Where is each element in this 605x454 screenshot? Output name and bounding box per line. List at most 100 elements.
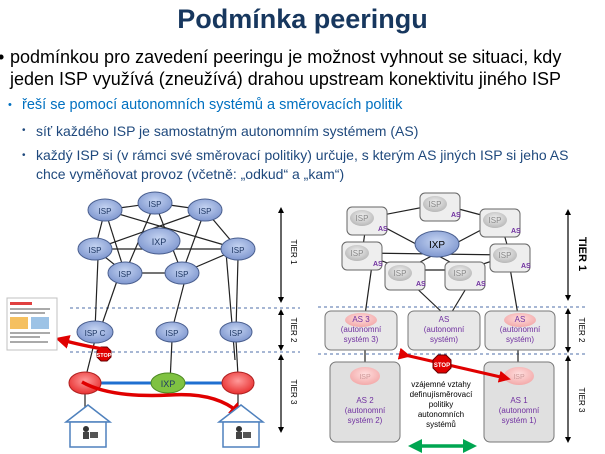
as1-box: ISP AS 1 (autonomní systém 1) — [483, 361, 555, 443]
svg-text:AS 3: AS 3 — [352, 315, 370, 324]
svg-text:ISP: ISP — [356, 214, 369, 223]
page-title: Podmínka peeringu — [177, 4, 428, 34]
bullet-dot-icon: • — [8, 99, 12, 111]
isp-c-cloud: ISP C — [76, 320, 114, 344]
peering-diagram: ISP ISP ISP ISP ISP ISP ISP IXP ISP C IS… — [6, 191, 588, 453]
isp-cloud: ISP — [219, 321, 253, 343]
isp-cloud: ISP — [187, 198, 223, 222]
bullet-3: •síť každého ISP je samostatným autonomn… — [22, 123, 419, 139]
tier-axis: TIER 1 TIER 2 TIER 3 — [278, 207, 298, 433]
bullet-2: •řeší se pomocí autonomních systémů a sm… — [8, 97, 403, 113]
svg-text:AS: AS — [373, 261, 383, 268]
document-thumbnail — [6, 297, 58, 351]
svg-text:STOP: STOP — [97, 353, 112, 359]
svg-text:TIER 1: TIER 1 — [576, 237, 588, 271]
svg-text:ISP: ISP — [429, 200, 442, 209]
svg-text:STOP: STOP — [434, 363, 450, 369]
bullet-dot-icon: • — [22, 125, 26, 136]
tier-axis: TIER 1 TIER 2 TIER 3 — [565, 209, 588, 443]
svg-text:AS: AS — [378, 226, 388, 233]
svg-text:systém): systém) — [506, 335, 534, 344]
svg-text:ISP: ISP — [99, 207, 112, 216]
isp-cloud: ISP — [220, 237, 256, 261]
svg-text:AS: AS — [451, 212, 461, 219]
svg-text:TIER 3: TIER 3 — [289, 380, 298, 405]
svg-text:ISP: ISP — [119, 270, 132, 279]
svg-text:ISP: ISP — [176, 270, 189, 279]
house-icon — [63, 404, 113, 448]
svg-text:ISP: ISP — [359, 374, 371, 381]
stop-sign-icon: STOP — [432, 354, 452, 374]
svg-text:ISP: ISP — [499, 251, 512, 260]
svg-text:ISP: ISP — [351, 249, 364, 258]
svg-text:ISP: ISP — [394, 269, 407, 278]
isp-cloud-red — [221, 371, 255, 395]
as-box: ISP AS — [489, 243, 531, 273]
svg-text:(autonomní: (autonomní — [341, 325, 382, 334]
svg-text:AS: AS — [511, 228, 521, 235]
svg-text:IXP: IXP — [152, 237, 167, 247]
as2-box: ISP AS 2 (autonomní systém 2) — [329, 361, 401, 443]
isp-cloud: ISP — [155, 321, 189, 343]
svg-text:(autonomní: (autonomní — [345, 406, 386, 415]
svg-text:TIER 2: TIER 2 — [289, 318, 298, 343]
svg-text:systém 1): systém 1) — [502, 416, 537, 425]
isp-cloud: ISP — [77, 237, 113, 261]
svg-text:(autonomní: (autonomní — [500, 325, 541, 334]
isp-cloud: ISP — [107, 261, 143, 285]
svg-text:ISP: ISP — [513, 374, 525, 381]
svg-text:definujísměrovací: definujísměrovací — [410, 390, 473, 399]
ixp-node: IXP — [414, 230, 460, 258]
ixp-node: IXP — [137, 227, 181, 255]
svg-text:ISP: ISP — [232, 246, 245, 255]
bullet-dot-icon: • — [22, 150, 26, 161]
svg-text:(autonomní: (autonomní — [424, 325, 465, 334]
bullet-4: •každý ISP si (v rámci své směrovací pol… — [22, 147, 569, 182]
as-box: ISP AS — [479, 208, 521, 238]
svg-text:AS: AS — [515, 315, 526, 324]
svg-text:ISP C: ISP C — [85, 329, 106, 338]
as-box: ISP AS — [444, 261, 486, 291]
as3-box: AS 3 (autonomní systém 3) — [324, 310, 398, 351]
svg-text:IXP: IXP — [161, 379, 176, 389]
svg-text:systém 3): systém 3) — [344, 335, 379, 344]
house-icon — [216, 404, 266, 448]
svg-text:AS: AS — [416, 281, 426, 288]
as-box: ISP AS — [384, 261, 426, 291]
svg-text:ISP: ISP — [454, 269, 467, 278]
svg-text:vzájemné vztahy: vzájemné vztahy — [411, 380, 471, 389]
isp-cloud: ISP — [137, 191, 173, 215]
as-box: ISP AS — [341, 241, 383, 271]
svg-text:politiky: politiky — [429, 400, 453, 409]
svg-text:ISP: ISP — [199, 207, 212, 216]
ixp-node: IXP — [150, 372, 186, 394]
right-diagram: ISP AS ISP AS ISP AS ISP AS ISP AS ISP AS ISP A… — [318, 192, 588, 453]
traffic-arrow — [397, 347, 511, 383]
svg-text:ISP: ISP — [230, 329, 243, 338]
as-box: ISP AS — [419, 192, 461, 222]
svg-text:AS 1: AS 1 — [510, 396, 528, 405]
svg-text:ISP: ISP — [149, 200, 162, 209]
as-box-right: AS (autonomní systém) — [484, 310, 556, 351]
svg-text:ISP: ISP — [89, 246, 102, 255]
svg-text:AS: AS — [476, 281, 486, 288]
isp-cloud: ISP — [164, 261, 200, 285]
traffic-arrow — [55, 335, 109, 352]
svg-text:AS: AS — [521, 263, 531, 270]
left-diagram: ISP ISP ISP ISP ISP ISP ISP IXP ISP C IS… — [6, 191, 300, 448]
svg-text:ISP: ISP — [166, 329, 179, 338]
svg-text:AS 2: AS 2 — [356, 396, 374, 405]
relations-label: vzájemné vztahy definujísměrovací politi… — [410, 380, 473, 429]
as-box-mid: AS (autonomní systém) — [407, 310, 481, 351]
svg-text:ISP: ISP — [489, 216, 502, 225]
svg-text:systém 2): systém 2) — [348, 416, 383, 425]
svg-text:TIER 1: TIER 1 — [289, 240, 298, 265]
svg-text:TIER 3: TIER 3 — [577, 388, 586, 413]
traffic-arrow — [81, 380, 244, 417]
svg-text:autonomních: autonomních — [418, 410, 464, 419]
bullet-1: •podmínkou pro zavedení peeringu je možn… — [0, 46, 595, 90]
svg-text:systémů: systémů — [426, 420, 456, 429]
as-box: ISP AS — [346, 206, 388, 236]
isp-cloud: ISP — [87, 198, 123, 222]
svg-text:systém): systém) — [430, 335, 458, 344]
